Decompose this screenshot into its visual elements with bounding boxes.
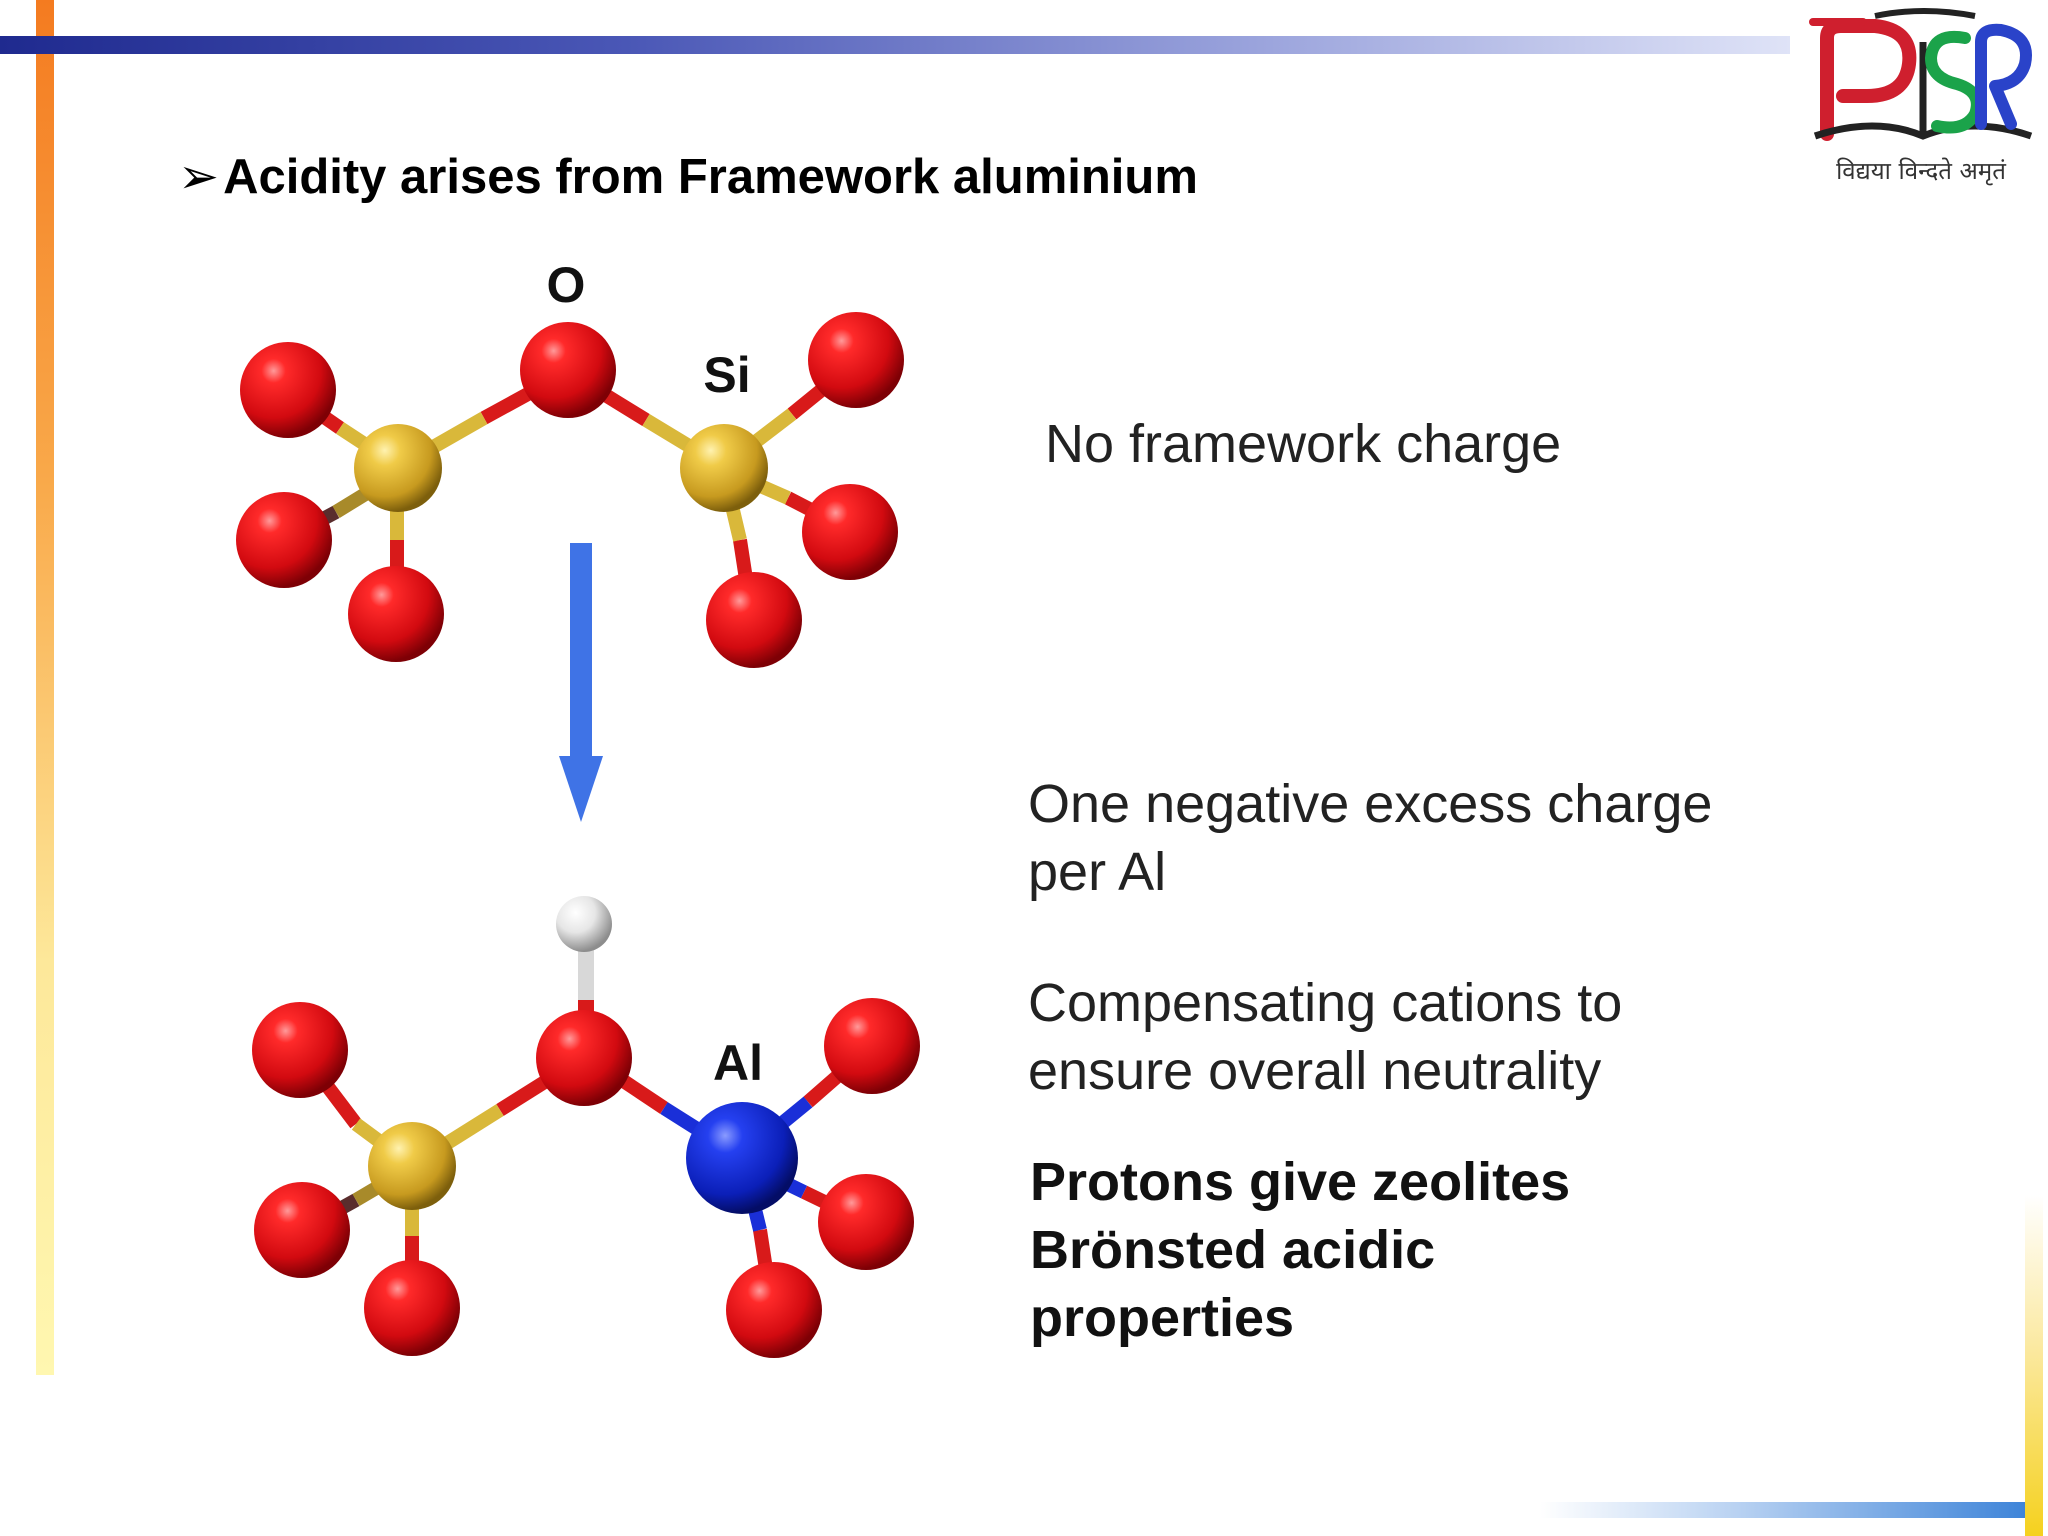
silicon-label: Si bbox=[703, 347, 750, 403]
silicon-atom bbox=[368, 1122, 456, 1210]
aluminium-atom bbox=[686, 1102, 798, 1214]
oxygen-atom bbox=[254, 1182, 350, 1278]
oxygen-atom bbox=[818, 1174, 914, 1270]
logo-tagline: विद्यया विन्दते अमृतं bbox=[1836, 157, 2006, 185]
down-arrow-icon bbox=[559, 543, 603, 822]
hydrogen-atom bbox=[556, 896, 612, 952]
oxygen-atom bbox=[802, 484, 898, 580]
oxygen-atom bbox=[726, 1262, 822, 1358]
oxygen-atom bbox=[364, 1260, 460, 1356]
right-accent-bar bbox=[2025, 1195, 2043, 1536]
arrow-bullet-icon: ➢ bbox=[178, 148, 220, 205]
oxygen-atom bbox=[706, 572, 802, 668]
slide-title-text: Acidity arises from Framework aluminium bbox=[223, 150, 1198, 204]
silicon-atom bbox=[354, 424, 442, 512]
institute-logo: विद्यया विन्दते अमृतं bbox=[1805, 8, 2037, 198]
bottom-molecule-bonds bbox=[294, 924, 877, 1310]
top-accent-bar bbox=[0, 36, 1790, 54]
bridging-hydroxyl-oxygen-atom bbox=[536, 1010, 632, 1106]
negative-charge-text: One negative excess charge per Al bbox=[1028, 774, 1713, 902]
bridging-oxygen-atom bbox=[520, 322, 616, 418]
bottom-accent-bar bbox=[1540, 1502, 2030, 1518]
no-framework-charge-text: No framework charge bbox=[1045, 414, 1562, 474]
oxygen-atom bbox=[252, 1002, 348, 1098]
oxygen-atom bbox=[824, 998, 920, 1094]
oxygen-atom bbox=[348, 566, 444, 662]
oxygen-label: O bbox=[547, 257, 586, 313]
slide-title: ➢Acidity arises from Framework aluminium bbox=[178, 148, 1198, 205]
oxygen-atom bbox=[240, 342, 336, 438]
silicon-atom bbox=[680, 424, 768, 512]
bronsted-acidity-text: Protons give zeolites Brönsted acidic pr… bbox=[1030, 1152, 1571, 1348]
aluminium-label: Al bbox=[713, 1035, 763, 1091]
compensating-cations-text: Compensating cations to ensure overall n… bbox=[1028, 973, 1623, 1101]
oxygen-atom bbox=[236, 492, 332, 588]
oxygen-atom bbox=[808, 312, 904, 408]
left-accent-bar bbox=[36, 0, 54, 1375]
psr-logo-mark bbox=[1809, 8, 2033, 141]
